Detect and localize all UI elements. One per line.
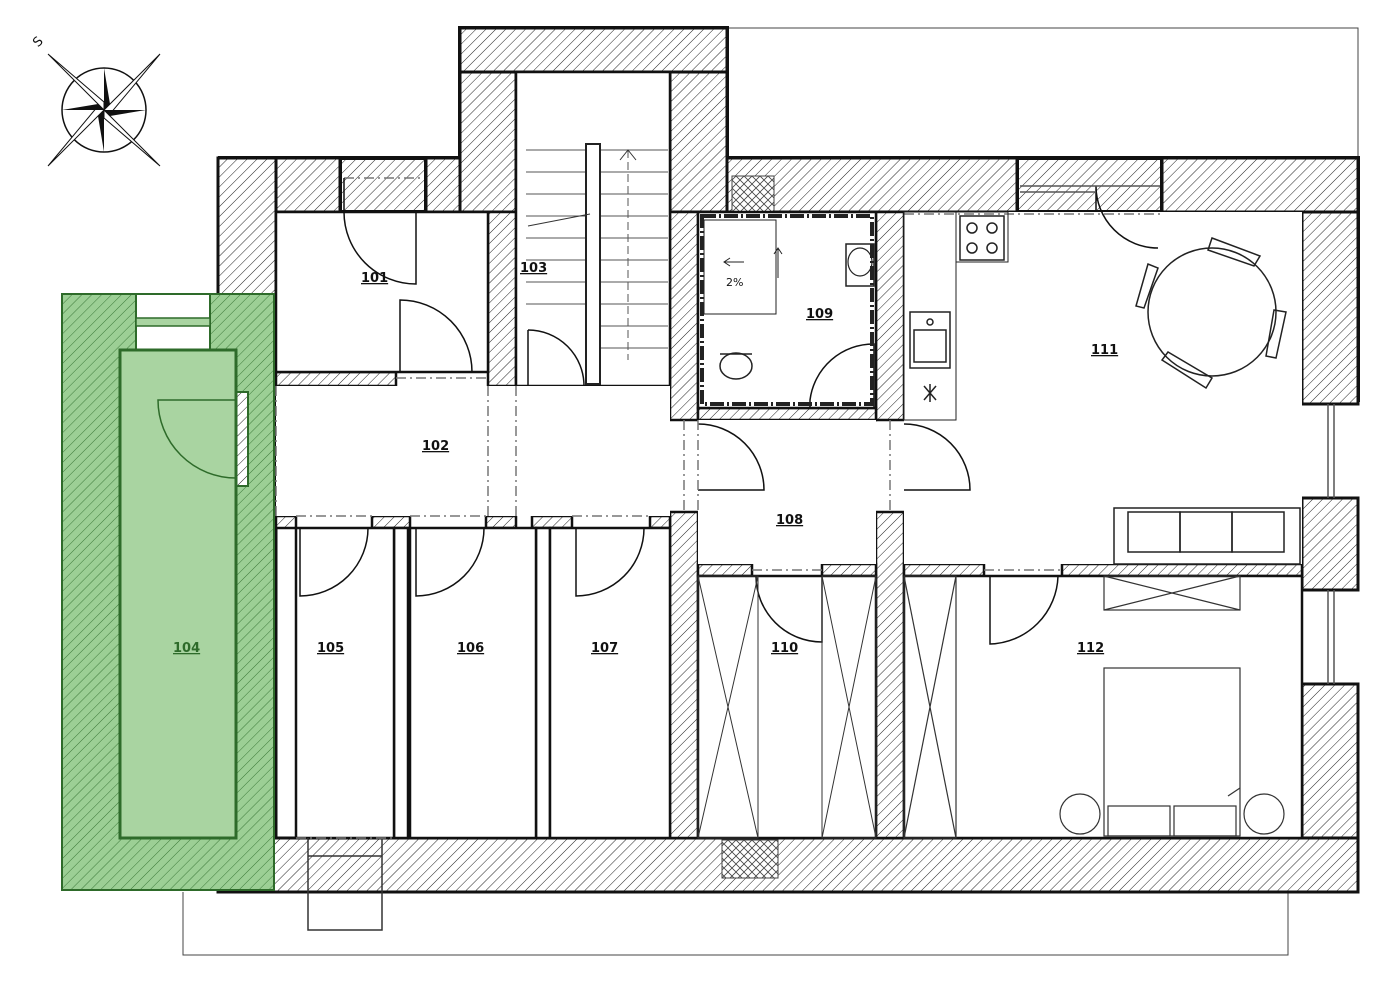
roof-outline: [182, 27, 1359, 956]
room-label-109[interactable]: 109: [806, 307, 833, 322]
kitchen-furniture: [903, 211, 1301, 565]
bedroom-furniture: [903, 575, 1285, 839]
room-label-104[interactable]: 104: [173, 641, 200, 656]
room-label-107[interactable]: 107: [591, 641, 618, 656]
room-label-106[interactable]: 106: [457, 641, 484, 656]
room-label-102[interactable]: 102: [422, 439, 449, 454]
bathroom-fixtures: [700, 214, 875, 406]
compass-south-label: S: [30, 34, 46, 50]
compass-rose: S: [30, 34, 161, 167]
room-label-108[interactable]: 108: [776, 513, 803, 528]
bathroom-slope-label: 2%: [726, 276, 743, 289]
room-floors: [274, 70, 1304, 840]
room-label-111[interactable]: 111: [1091, 343, 1118, 358]
room-label-103[interactable]: 103: [520, 261, 547, 276]
room-labels: 101 102 103 104 105 106 107 108 109 110 …: [173, 261, 1118, 656]
room-label-101[interactable]: 101: [361, 271, 388, 286]
wardrobe-110: [697, 575, 877, 839]
room-label-105[interactable]: 105: [317, 641, 344, 656]
room-label-110[interactable]: 110: [771, 641, 798, 656]
doors: [275, 177, 1335, 931]
room-label-112[interactable]: 112: [1077, 641, 1104, 656]
staircase: [526, 143, 668, 385]
room-104-highlight[interactable]: [61, 293, 275, 891]
